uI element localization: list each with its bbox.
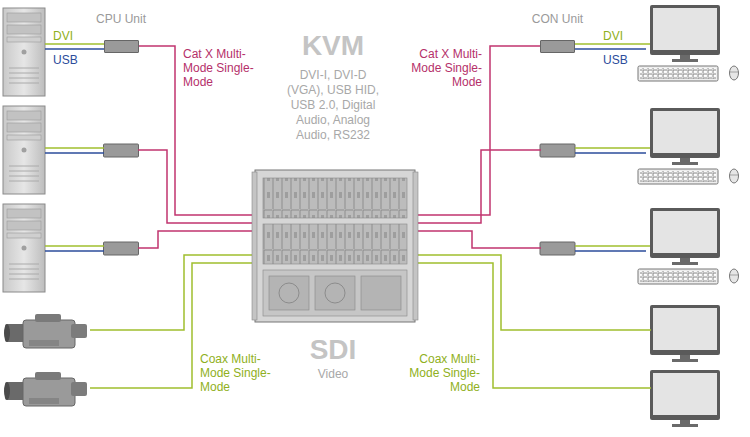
video-camera <box>4 314 87 348</box>
dvi-wire <box>45 147 104 149</box>
catx-wire <box>138 150 256 223</box>
catx-wire <box>138 231 256 248</box>
matrix-chassis <box>315 276 355 310</box>
mouse <box>730 66 739 80</box>
keyboard <box>638 66 718 81</box>
extender-unit <box>540 242 575 255</box>
catx-wire <box>414 231 541 248</box>
monitor <box>650 305 720 362</box>
mouse <box>730 169 739 183</box>
coax-wire <box>414 255 651 330</box>
signal-name: USB <box>603 53 643 67</box>
cable-type: Cat X Multi-Mode Single-Mode <box>183 47 263 89</box>
extender-unit: CPU Unit <box>93 12 150 53</box>
monitor <box>650 108 720 165</box>
signal-name: DVI <box>603 29 643 43</box>
unit-name: CON Unit <box>529 12 587 26</box>
keyboard <box>638 169 718 184</box>
computer-tower <box>3 8 45 96</box>
matrix-chassis <box>361 276 401 310</box>
computer-tower <box>3 8 45 292</box>
video-camera <box>4 372 87 406</box>
usb-wire <box>575 152 646 154</box>
cable-type: Coax Multi-Mode Single-Mode <box>400 352 480 394</box>
dvi-wire <box>575 43 650 45</box>
matrix-chassis <box>413 172 418 320</box>
matrix-chassis <box>252 172 257 320</box>
computer-tower <box>3 204 45 292</box>
cable-type: Cat X Multi-Mode Single-Mode <box>402 47 482 89</box>
matrix-chassis <box>263 178 407 218</box>
usb-wire <box>45 48 104 50</box>
matrix-chassis <box>252 170 418 322</box>
section-title: SDI <box>278 334 388 366</box>
coax-wire <box>90 255 256 330</box>
matrix-chassis <box>325 283 345 303</box>
signal-name: DVI <box>53 29 93 43</box>
catx-wire <box>138 46 541 248</box>
computer-tower <box>3 106 45 194</box>
dvi-wire <box>575 147 650 149</box>
extender-unit <box>104 242 139 255</box>
matrix-chassis <box>255 170 415 322</box>
matrix-chassis <box>279 283 299 303</box>
signal-type: Video <box>278 367 388 381</box>
usb-wire <box>575 250 646 252</box>
dvi-wire <box>575 245 650 247</box>
extender-unit: CON Unit <box>529 12 587 53</box>
signal-name: USB <box>53 53 93 67</box>
video-camera <box>4 314 87 406</box>
mouse <box>730 269 739 283</box>
catx-wire <box>414 150 541 223</box>
extender-unit <box>104 144 139 157</box>
monitor <box>650 370 720 427</box>
matrix-chassis <box>263 270 407 316</box>
cable-type: Coax Multi-Mode Single-Mode <box>200 352 280 394</box>
matrix-chassis <box>269 276 309 310</box>
dvi-wire <box>45 43 104 45</box>
unit-box <box>540 40 575 53</box>
usb-wire <box>45 152 104 154</box>
matrix-chassis <box>263 224 407 264</box>
dvi-wire <box>45 44 650 246</box>
dvi-wire <box>45 245 104 247</box>
usb-wire <box>45 250 104 252</box>
usb-wire <box>575 48 646 50</box>
keyboard <box>638 66 718 284</box>
unit-box <box>104 40 139 53</box>
extender-unit <box>540 144 575 157</box>
mouse <box>730 66 739 283</box>
monitor <box>650 208 720 265</box>
unit-name: CPU Unit <box>93 12 150 26</box>
keyboard <box>638 269 718 284</box>
monitor <box>650 5 720 62</box>
signal-list: DVI-I, DVI-D (VGA), USB HID, USB 2.0, Di… <box>283 68 383 143</box>
section-title: KVM <box>278 30 388 62</box>
